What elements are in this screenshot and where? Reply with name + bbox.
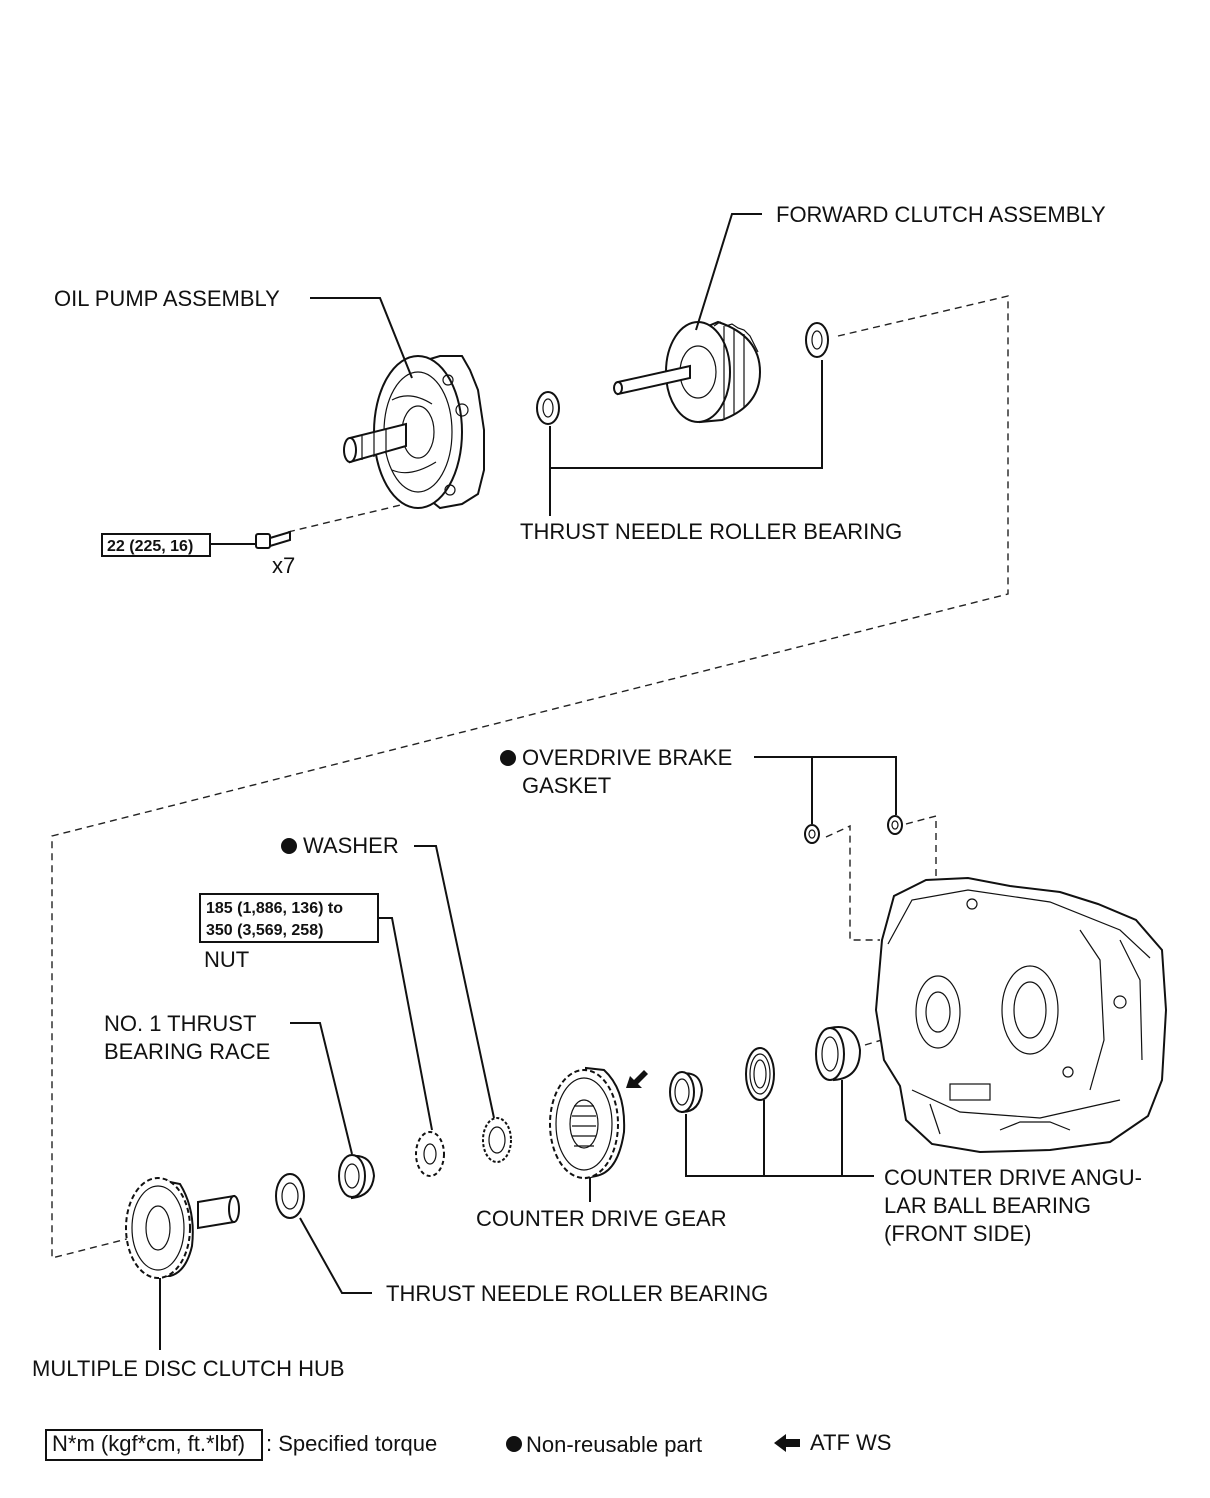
overdrive-brake-gasket-label-line1: OVERDRIVE BRAKE: [522, 745, 732, 770]
angular-bearing-label-line3: (FRONT SIDE): [884, 1221, 1031, 1246]
leader-lines: [159, 213, 897, 1350]
thrust-needle-roller-bearing-upper-right-icon: [805, 322, 829, 358]
nut-label: NUT: [204, 947, 249, 972]
legend-non-reusable-dot-icon: [506, 1436, 522, 1452]
counter-drive-gear-icon: [549, 1066, 626, 1180]
transaxle-case-icon: [874, 876, 1168, 1154]
nut-torque-label-line1: 185 (1,886, 136) to: [206, 900, 343, 917]
multiple-disc-clutch-hub-icon: [125, 1177, 240, 1279]
thrust-bearing-race-icon: [338, 1154, 376, 1200]
thrust-needle-roller-bearing-lower-label: THRUST NEEDLE ROLLER BEARING: [386, 1281, 768, 1306]
thrust-needle-roller-bearing-upper-label: THRUST NEEDLE ROLLER BEARING: [520, 519, 902, 544]
multiple-disc-clutch-hub-label: MULTIPLE DISC CLUTCH HUB: [32, 1356, 345, 1381]
legend: N*m (kgf*cm, ft.*lbf) : Specified torque…: [45, 1429, 891, 1461]
non-reusable-dot-icon: [500, 750, 516, 766]
oil-pump-assembly-label: OIL PUMP ASSEMBLY: [54, 286, 280, 311]
legend-torque-box: [45, 1429, 263, 1461]
nut-torque-label-line2: 350 (3,569, 258): [206, 922, 323, 939]
non-reusable-dot-icon: [281, 838, 297, 854]
atf-arrow-icon: [626, 1070, 648, 1088]
bolt-icon: [255, 530, 291, 549]
angular-ball-bearing-inner-race-icon: [669, 1071, 704, 1114]
bolt-torque-label: 22 (225, 16): [107, 538, 193, 555]
angular-bearing-label-line2: LAR BALL BEARING: [884, 1193, 1091, 1218]
thrust-needle-roller-bearing-lower-icon: [275, 1173, 305, 1219]
legend-atf-arrow-icon: [774, 1434, 800, 1452]
thrust-needle-roller-bearing-upper-left-icon: [536, 391, 560, 425]
legend-non-reusable-text: Non-reusable part: [526, 1432, 702, 1457]
nut-icon: [415, 1131, 445, 1177]
oil-pump-assembly-icon: [343, 355, 485, 510]
washer-icon: [482, 1117, 512, 1163]
forward-clutch-assembly-icon: [613, 320, 762, 424]
thrust-bearing-race-label-line2: BEARING RACE: [104, 1039, 270, 1064]
overdrive-brake-gasket-right-icon: [887, 815, 903, 835]
bolt-torque-box: [101, 533, 211, 557]
angular-ball-bearing-balls-icon: [745, 1047, 775, 1101]
angular-ball-bearing-outer-race-icon: [815, 1026, 862, 1082]
forward-clutch-assembly-label: FORWARD CLUTCH ASSEMBLY: [776, 202, 1106, 227]
overdrive-brake-gasket-label-line2: GASKET: [522, 773, 611, 798]
washer-label: WASHER: [303, 833, 399, 858]
legend-torque-text: : Specified torque: [266, 1431, 437, 1456]
legend-atf-text: ATF WS: [810, 1430, 891, 1455]
angular-bearing-label-line1: COUNTER DRIVE ANGU-: [884, 1165, 1142, 1190]
counter-drive-gear-label: COUNTER DRIVE GEAR: [476, 1206, 727, 1231]
legend-torque-unit: N*m (kgf*cm, ft.*lbf): [52, 1431, 245, 1456]
bolt-count-label: x7: [272, 553, 295, 578]
thrust-bearing-race-label-line1: NO. 1 THRUST: [104, 1011, 256, 1036]
nut-torque-box: [199, 893, 379, 943]
overdrive-brake-gasket-left-icon: [804, 824, 820, 844]
